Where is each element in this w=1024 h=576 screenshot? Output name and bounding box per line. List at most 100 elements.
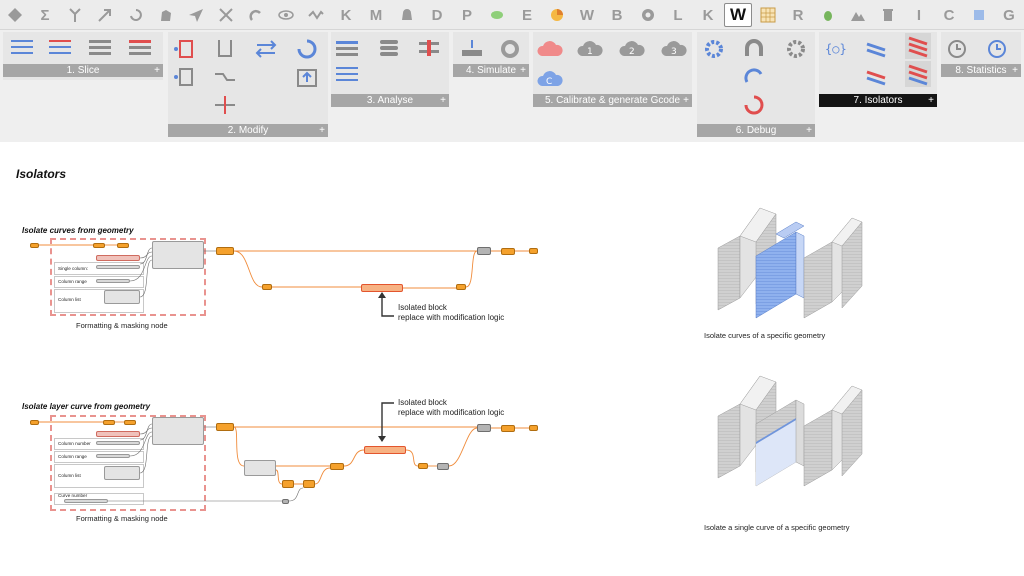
b-tab-icon[interactable]: B xyxy=(611,6,623,24)
modify-bracket-2-icon[interactable] xyxy=(172,64,198,90)
ball-tab-icon[interactable] xyxy=(637,3,659,27)
stats-clock-blue-icon[interactable] xyxy=(985,36,1011,62)
simulate-tray-icon[interactable] xyxy=(459,36,485,62)
wave-tab-icon[interactable] xyxy=(305,3,327,27)
sigma-tab-icon[interactable]: Σ xyxy=(40,6,50,24)
panel-statistics-label[interactable]: 8. Statistics+ xyxy=(941,64,1021,77)
modify-lift-icon[interactable] xyxy=(294,64,320,90)
def1-isolated-block[interactable] xyxy=(361,284,403,292)
def1-num-node[interactable] xyxy=(117,243,129,248)
k2-tab-icon[interactable]: K xyxy=(702,6,714,24)
def1-column-list-panel[interactable] xyxy=(104,290,140,304)
m-tab-icon[interactable]: M xyxy=(369,6,383,24)
def2-isolated-block[interactable] xyxy=(364,446,406,454)
def1-mask-component[interactable] xyxy=(152,241,204,269)
isolator-stripes-red-2-icon[interactable] xyxy=(905,61,931,87)
slice-grey-lines-icon[interactable] xyxy=(87,35,113,61)
square-tab-icon[interactable] xyxy=(968,3,990,27)
modify-split-icon[interactable] xyxy=(212,36,238,62)
paper-plane-tab-icon[interactable] xyxy=(185,3,207,27)
def1-param-node[interactable] xyxy=(96,255,140,261)
modify-shift-icon[interactable] xyxy=(212,64,238,90)
grid-tab-icon[interactable] xyxy=(757,3,779,27)
def1-bottom-node-2[interactable] xyxy=(456,284,466,290)
panel-calibrate-label[interactable]: 5. Calibrate & generate Gcode+ xyxy=(533,94,692,107)
def1-filter-node[interactable] xyxy=(216,247,234,255)
eye-tab-icon[interactable] xyxy=(275,3,297,27)
panel-debug-label[interactable]: 6. Debug+ xyxy=(697,124,815,137)
def2-shift-list-component[interactable] xyxy=(244,460,276,476)
d-tab-icon[interactable]: D xyxy=(431,6,443,24)
panel-slice-label[interactable]: 1. Slice+ xyxy=(3,64,163,77)
isolator-stripes-mixed-icon[interactable] xyxy=(863,64,889,90)
mountain-tab-icon[interactable] xyxy=(847,3,869,27)
panel-isolators-label[interactable]: 7. Isolators+ xyxy=(819,94,937,107)
bug-tab-icon[interactable] xyxy=(817,3,839,27)
slice-red-lines-icon[interactable] xyxy=(47,35,73,61)
isolator-stripes-blue-icon[interactable] xyxy=(863,36,889,62)
p-tab-icon[interactable]: P xyxy=(461,6,472,24)
def2-input-node[interactable] xyxy=(30,420,39,425)
diamond-tab-icon[interactable] xyxy=(4,3,26,27)
modify-bracket-icon[interactable] xyxy=(172,36,198,62)
panel-simulate-label[interactable]: 4. Simulate+ xyxy=(453,64,529,77)
c-tab-icon[interactable]: C xyxy=(943,6,955,24)
e-tab-icon[interactable]: E xyxy=(521,6,532,24)
modify-swap-icon[interactable] xyxy=(254,36,280,62)
debug-loop-icon[interactable] xyxy=(741,92,767,118)
l-tab-icon[interactable]: L xyxy=(673,6,683,24)
bell-tab-icon[interactable] xyxy=(396,3,418,27)
isolator-stripes-red-icon[interactable] xyxy=(905,33,931,59)
def2-mid-node[interactable] xyxy=(330,463,344,470)
def2-curve-number-input[interactable] xyxy=(64,499,108,503)
cross-tab-icon[interactable] xyxy=(215,3,237,27)
g-tab-icon[interactable]: G xyxy=(1003,6,1015,24)
debug-hook-icon[interactable] xyxy=(741,64,767,90)
def1-bottom-node[interactable] xyxy=(262,284,272,290)
def2-right-grey-node[interactable] xyxy=(437,463,449,470)
stats-clock-icon[interactable] xyxy=(945,36,971,62)
cloud-c-icon[interactable]: C xyxy=(537,66,563,92)
cloud-2-icon[interactable]: 2 xyxy=(619,36,645,62)
pie-tab-icon[interactable] xyxy=(546,3,568,27)
trash-tab-icon[interactable] xyxy=(877,3,899,27)
analyse-layers-icon[interactable] xyxy=(334,36,360,62)
def2-column-list-panel[interactable] xyxy=(104,466,140,480)
def2-column-range-input[interactable] xyxy=(96,454,130,458)
analyse-stack-icon[interactable] xyxy=(376,36,402,62)
branch-tab-icon[interactable] xyxy=(64,3,86,27)
swirl-tab-icon[interactable] xyxy=(125,3,147,27)
cloud-red-icon[interactable] xyxy=(537,36,563,62)
simulate-gauge-icon[interactable] xyxy=(497,36,523,62)
def2-slider-node[interactable] xyxy=(103,420,115,425)
slice-lines-icon[interactable] xyxy=(9,35,35,61)
def2-mask-component[interactable] xyxy=(152,417,204,445)
k-tab-icon[interactable]: K xyxy=(340,6,352,24)
cloud-3-icon[interactable]: 3 xyxy=(661,36,687,62)
def1-output-node[interactable] xyxy=(529,248,538,254)
def1-column-range-input[interactable] xyxy=(96,279,130,283)
def2-low-node-1[interactable] xyxy=(282,480,294,488)
arrow-tab-icon[interactable] xyxy=(94,3,116,27)
def2-curve-relay[interactable] xyxy=(282,499,289,504)
def2-column-number-input[interactable] xyxy=(96,441,140,445)
def2-param-node[interactable] xyxy=(96,431,140,437)
leaf-tab-icon[interactable] xyxy=(486,3,508,27)
def2-output-node[interactable] xyxy=(529,425,538,431)
w-tab-icon[interactable]: W xyxy=(579,6,595,24)
def2-combine-node[interactable] xyxy=(477,424,491,432)
slice-mixed-lines-icon[interactable] xyxy=(127,35,153,61)
def1-input-node[interactable] xyxy=(30,243,39,248)
panel-analyse-label[interactable]: 3. Analyse+ xyxy=(331,94,449,107)
hand-tab-icon[interactable] xyxy=(155,3,177,27)
debug-gear-grey-icon[interactable] xyxy=(783,36,809,62)
i-tab-icon[interactable]: I xyxy=(916,6,922,24)
def1-slider-node[interactable] xyxy=(93,243,105,248)
debug-magnet-icon[interactable] xyxy=(741,36,767,62)
def2-filter-node[interactable] xyxy=(216,423,234,431)
def1-single-column-input[interactable] xyxy=(96,265,140,269)
debug-gear-blue-icon[interactable] xyxy=(701,36,727,62)
analyse-mark-icon[interactable] xyxy=(416,36,442,62)
modify-cut-icon[interactable] xyxy=(212,92,238,118)
analyse-list-icon[interactable] xyxy=(334,62,360,88)
